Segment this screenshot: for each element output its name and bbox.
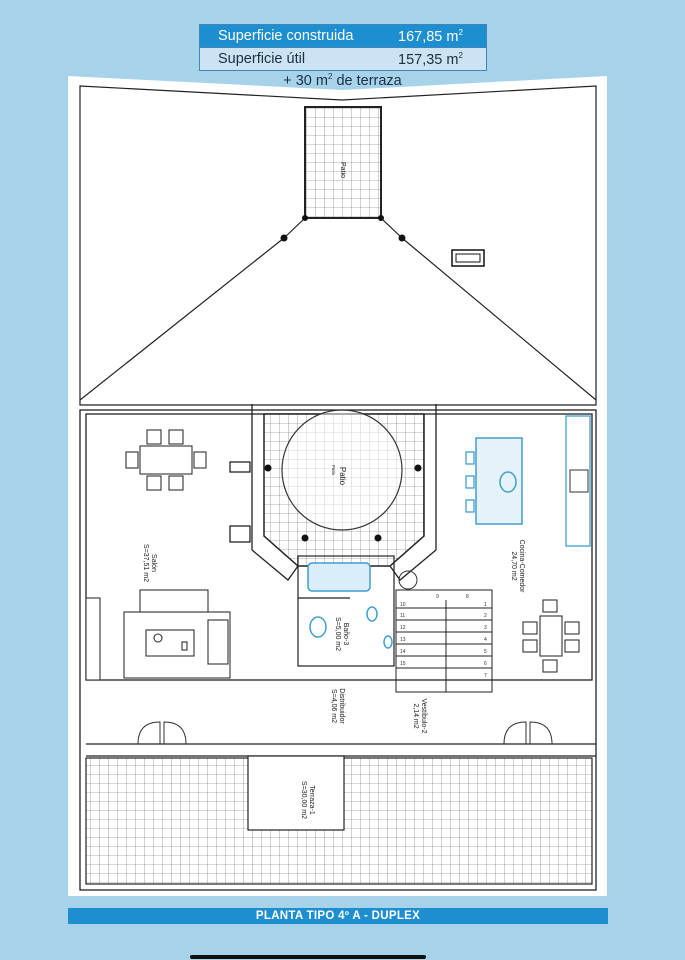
stair-number: 15 bbox=[400, 661, 406, 667]
label-cocina: Cocina-Comedor bbox=[518, 540, 525, 594]
stair-number: 14 bbox=[400, 649, 406, 655]
built-area-row: Superficie construida 167,85 m2 bbox=[200, 25, 486, 47]
home-indicator bbox=[190, 955, 426, 959]
label-vestibulo-area: 2,14 m2 bbox=[412, 703, 419, 728]
kitchen-sink bbox=[499, 471, 517, 493]
built-area-label: Superficie construida bbox=[218, 28, 354, 44]
label-bano: Baño-3 bbox=[342, 623, 349, 646]
dining-set-right bbox=[522, 599, 580, 673]
stair-number: 1 bbox=[484, 602, 487, 608]
label-terraza: Terraza-1 bbox=[308, 785, 315, 815]
toilet bbox=[366, 606, 378, 622]
bidet bbox=[383, 635, 393, 649]
stair-number: 13 bbox=[400, 637, 406, 643]
vent-block bbox=[229, 525, 251, 543]
stair-number: 4 bbox=[484, 637, 487, 643]
column bbox=[378, 215, 384, 221]
fireplace bbox=[85, 597, 101, 681]
doors bbox=[137, 721, 553, 745]
column bbox=[301, 534, 309, 542]
stair-number: 6 bbox=[484, 661, 487, 667]
terrace-note: + 30 m2 de terraza bbox=[283, 72, 402, 89]
stair-number: 12 bbox=[400, 625, 406, 631]
stair-numbers: 1 2 3 4 5 6 7 8 9 10 11 12 13 14 15 bbox=[400, 594, 487, 679]
patio-wall bbox=[389, 549, 437, 581]
stair-number: 11 bbox=[400, 613, 405, 619]
dining-set-left bbox=[125, 429, 207, 491]
patio-circle bbox=[281, 409, 403, 531]
stair-number: 5 bbox=[484, 649, 487, 655]
upper-outline bbox=[79, 85, 597, 406]
cooktop bbox=[569, 469, 589, 493]
stair-number: 9 bbox=[436, 594, 439, 600]
stair-number: 7 bbox=[484, 673, 487, 679]
column bbox=[374, 534, 382, 542]
pipe-cluster bbox=[398, 570, 418, 590]
label-salon: Salón bbox=[150, 554, 157, 572]
vent-block bbox=[229, 461, 251, 473]
column bbox=[264, 464, 272, 472]
washbasin bbox=[309, 616, 327, 638]
label-cocina-area: 24,70 m2 bbox=[510, 551, 517, 580]
label-patio-center: Patio bbox=[338, 467, 347, 486]
column bbox=[398, 234, 406, 242]
area-table: Superficie construida 167,85 m2 Superfic… bbox=[199, 24, 487, 71]
label-terraza-area: S=30,00 m2 bbox=[300, 781, 307, 819]
stair-number: 10 bbox=[400, 602, 406, 608]
label-patio-top: Patio bbox=[339, 162, 346, 178]
vent-block-inner bbox=[455, 253, 481, 263]
label-distribuidor-area: S=4,06 m2 bbox=[330, 689, 337, 723]
useful-area-row: Superficie útil 157,35 m2 bbox=[200, 47, 486, 70]
bathroom-block bbox=[297, 555, 395, 667]
terrace-plinth bbox=[247, 755, 345, 831]
plan-caption: PLANTA TIPO 4º A - DUPLEX bbox=[68, 908, 608, 924]
vent-block bbox=[451, 249, 485, 267]
stair-number: 3 bbox=[484, 625, 487, 631]
label-patio-center-sub: Patio bbox=[331, 465, 336, 476]
label-distribuidor: Distribuidor bbox=[338, 688, 345, 724]
patio-wall bbox=[251, 549, 299, 581]
label-vestibulo: Vestíbulo-2 bbox=[420, 698, 427, 733]
kitchen-island bbox=[475, 437, 523, 525]
kitchen-stools bbox=[465, 451, 475, 513]
built-area-value: 167,85 m2 bbox=[398, 27, 463, 45]
bathtub bbox=[307, 562, 371, 592]
stair-number: 2 bbox=[484, 613, 487, 619]
useful-area-value: 157,35 m2 bbox=[398, 50, 463, 68]
top-patio bbox=[304, 106, 382, 219]
column bbox=[414, 464, 422, 472]
label-salon-area: S=37,51 m2 bbox=[142, 544, 149, 582]
column bbox=[302, 215, 308, 221]
useful-area-label: Superficie útil bbox=[218, 51, 306, 67]
sofa-set bbox=[123, 589, 231, 679]
label-bano-area: S=5,00 m2 bbox=[334, 617, 341, 651]
stair-number: 8 bbox=[466, 594, 469, 600]
staircase bbox=[395, 589, 493, 693]
column bbox=[280, 234, 288, 242]
